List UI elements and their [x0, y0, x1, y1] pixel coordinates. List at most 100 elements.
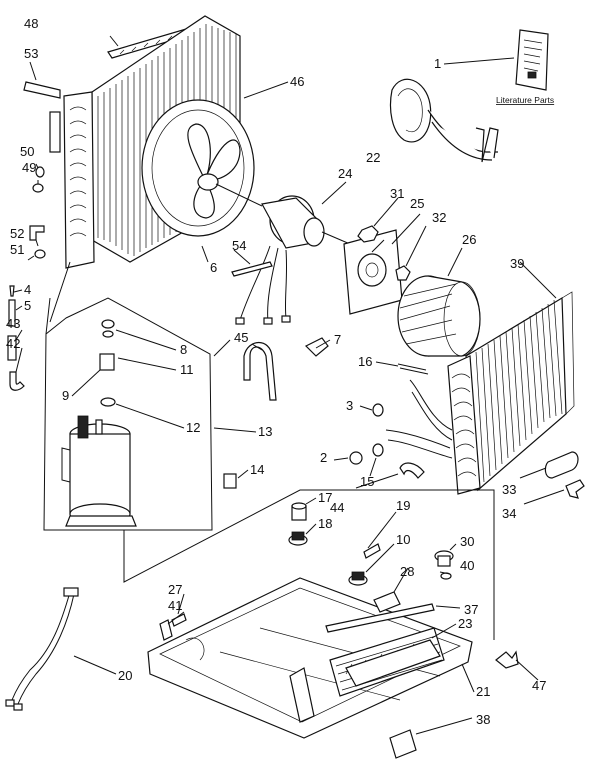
spacer-9 — [99, 353, 115, 371]
label-23: 23 — [458, 616, 472, 631]
filter-pad-33 — [544, 451, 579, 479]
part-53 — [23, 81, 61, 99]
blower-wheel — [397, 275, 481, 357]
label-21: 21 — [476, 684, 490, 699]
label-17: 17 — [318, 490, 332, 505]
wire-harness — [5, 587, 79, 711]
label-26: 26 — [462, 232, 476, 247]
condenser-tube-sheet — [49, 91, 95, 269]
grommet-3 — [372, 403, 384, 417]
label-53: 53 — [24, 46, 38, 61]
label-9: 9 — [62, 388, 69, 403]
part-5 — [8, 299, 16, 327]
label-40: 40 — [460, 558, 474, 573]
label-27: 27 — [168, 582, 182, 597]
bar-37 — [325, 603, 435, 633]
label-33: 33 — [502, 482, 516, 497]
label-48: 48 — [24, 16, 38, 31]
plug-30 — [434, 550, 454, 567]
mount-10 — [348, 571, 368, 586]
label-41: 41 — [168, 598, 182, 613]
literature-caption: Literature Parts — [496, 95, 554, 105]
label-7: 7 — [334, 332, 341, 347]
part-49 — [32, 183, 44, 193]
label-13: 13 — [258, 424, 272, 439]
label-43: 43 — [6, 316, 20, 331]
label-14: 14 — [250, 462, 264, 477]
part-4 — [9, 285, 15, 297]
label-11: 11 — [180, 362, 194, 377]
label-28: 28 — [400, 564, 414, 579]
part-labels: 1 2 3 4 5 6 7 8 9 10 11 12 13 14 15 16 1… — [6, 16, 546, 727]
label-47: 47 — [532, 678, 546, 693]
label-8: 8 — [180, 342, 187, 357]
part-47 — [495, 650, 519, 669]
label-18: 18 — [318, 516, 332, 531]
label-46: 46 — [290, 74, 304, 89]
label-50: 50 — [20, 144, 34, 159]
label-45: 45 — [234, 330, 248, 345]
motor-mount — [343, 229, 403, 315]
label-1: 1 — [434, 56, 441, 71]
tube-45 — [243, 341, 277, 401]
part-42 — [9, 371, 25, 391]
washer-12 — [100, 397, 116, 407]
label-51: 51 — [10, 242, 24, 257]
label-37: 37 — [464, 602, 478, 617]
filter-23 — [345, 639, 441, 687]
fan-motor — [235, 195, 351, 325]
grommet-15 — [372, 443, 384, 457]
part-43 — [7, 335, 17, 361]
label-49: 49 — [22, 160, 36, 175]
label-38: 38 — [476, 712, 490, 727]
grommet-8 — [101, 319, 115, 338]
label-15: 15 — [360, 474, 374, 489]
clip-34 — [565, 479, 585, 499]
mount-18 — [288, 531, 308, 546]
nut-31 — [357, 225, 379, 243]
label-52: 52 — [10, 226, 24, 241]
label-2: 2 — [320, 450, 327, 465]
fan-blade — [141, 99, 263, 237]
leader-lines — [13, 35, 565, 735]
power-cord-coil — [389, 78, 499, 163]
label-20: 20 — [118, 668, 132, 683]
bracket-28 — [373, 591, 401, 613]
compressor — [61, 415, 137, 527]
screw-19 — [363, 543, 381, 559]
label-44: 44 — [330, 500, 344, 515]
label-19: 19 — [396, 498, 410, 513]
grommet-2 — [349, 451, 363, 465]
label-42: 42 — [6, 336, 20, 351]
label-32: 32 — [432, 210, 446, 225]
label-24: 24 — [338, 166, 352, 181]
label-5: 5 — [24, 298, 31, 313]
evaporator-tube-sheet — [385, 355, 481, 495]
cover-38 — [389, 729, 417, 759]
nut-14 — [223, 473, 237, 489]
label-25: 25 — [410, 196, 424, 211]
label-4: 4 — [24, 282, 31, 297]
part-51 — [34, 249, 46, 259]
label-10: 10 — [396, 532, 410, 547]
label-54: 54 — [232, 238, 246, 253]
nut-32 — [395, 265, 411, 281]
screw-27 — [171, 613, 187, 627]
label-22: 22 — [366, 150, 380, 165]
motor-strap — [231, 261, 273, 277]
part-52 — [29, 225, 45, 241]
part-50 — [35, 166, 45, 178]
label-6: 6 — [210, 260, 217, 275]
tube-44 — [399, 462, 425, 479]
capillary-tube — [397, 363, 429, 375]
label-16: 16 — [358, 354, 372, 369]
literature-booklet: Literature Parts — [496, 29, 554, 105]
mount-17 — [291, 502, 307, 521]
label-31: 31 — [390, 186, 404, 201]
label-12: 12 — [186, 420, 200, 435]
label-30: 30 — [460, 534, 474, 549]
clip-41 — [159, 619, 173, 641]
label-3: 3 — [346, 398, 353, 413]
label-39: 39 — [510, 256, 524, 271]
